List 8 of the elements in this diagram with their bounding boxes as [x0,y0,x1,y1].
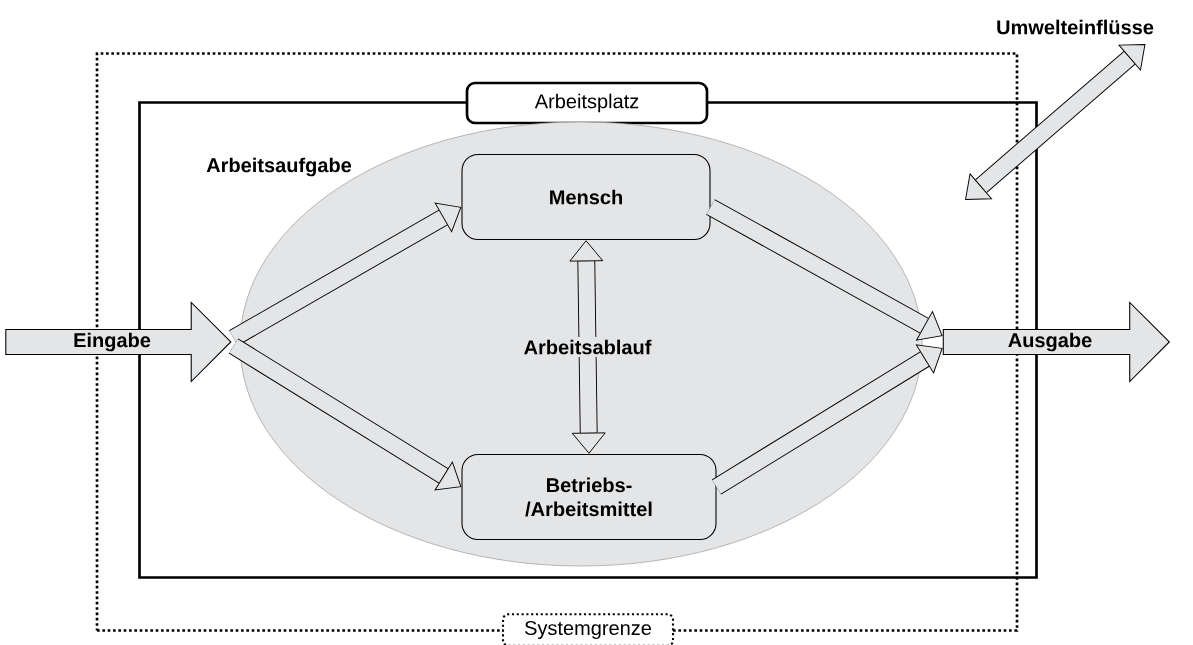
hollow-arrow [965,43,1146,200]
element-box: Mensch [461,153,711,241]
element-box: Betriebs- /Arbeitsmittel [461,453,717,541]
label-text: Umwelteinflüsse [997,19,1154,35]
hollow-arrow [569,240,606,454]
hollow-arrow [706,199,943,341]
hollow-arrow [228,338,462,491]
hollow-arrow [711,344,943,495]
